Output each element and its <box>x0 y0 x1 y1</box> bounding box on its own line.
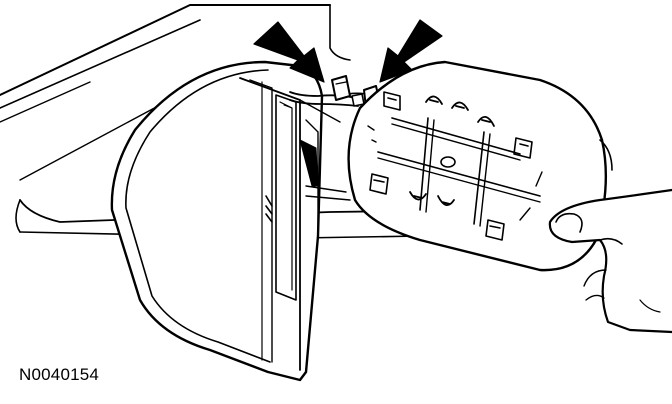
mirror-housing <box>110 60 351 382</box>
hand <box>548 188 672 334</box>
figure-code: N0040154 <box>19 365 100 384</box>
mirror-glass <box>347 60 613 272</box>
arrow-connector-right <box>379 19 443 83</box>
electrical-connector-left <box>331 75 351 101</box>
arrow-connector-left <box>253 21 325 83</box>
